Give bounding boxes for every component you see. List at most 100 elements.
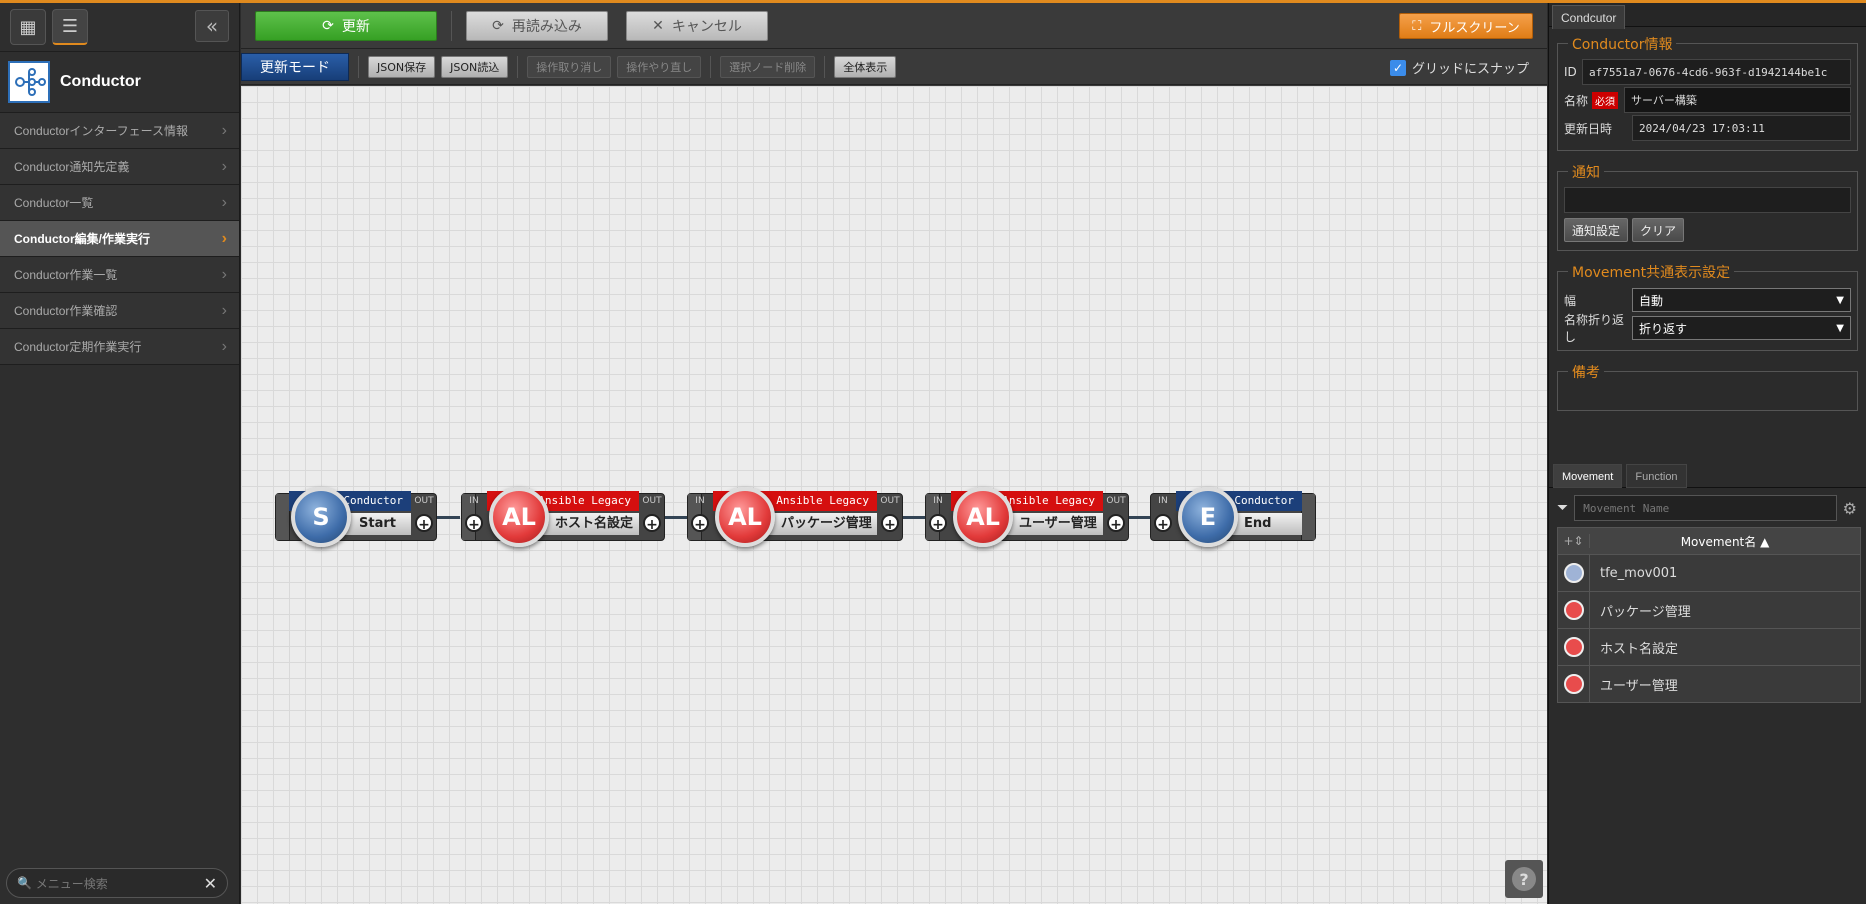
required-badge: 必須: [1592, 91, 1619, 109]
movement-name: ホスト名設定: [1600, 641, 1679, 657]
notify-setting-button[interactable]: 通知設定: [1564, 218, 1629, 242]
gear-icon[interactable]: ⚙: [1842, 498, 1857, 518]
chevron-right-icon: ›: [221, 301, 227, 319]
sidebar-item-interface-info[interactable]: Conductorインターフェース情報›: [0, 113, 239, 149]
table-row[interactable]: tfe_mov001: [1557, 555, 1861, 592]
movement-name-input[interactable]: Movement Name: [1574, 495, 1837, 521]
node-start[interactable]: Conductor Start S OUT+: [275, 487, 437, 547]
right-panel-tabs: Condcutor: [1549, 3, 1866, 29]
connector-line: [901, 516, 925, 519]
field-label: ID: [1564, 65, 1577, 79]
notify-row: [1564, 186, 1851, 214]
movement-name: ユーザー管理: [1600, 678, 1678, 694]
sidebar-item-label: Conductorインターフェース情報: [14, 124, 189, 138]
select-value: 自動: [1639, 293, 1664, 308]
sidebar-item-scheduled[interactable]: Conductor定期作業実行›: [0, 329, 239, 365]
node-name: パッケージ管理: [767, 513, 877, 535]
cancel-button[interactable]: ✕キャンセル: [626, 10, 768, 41]
delete-node-button[interactable]: 選択ノード削除: [720, 55, 816, 78]
out-port[interactable]: OUT +: [411, 493, 437, 541]
sidebar-title: Conductor: [60, 73, 141, 90]
conductor-logo-icon: [8, 61, 50, 103]
update-label: 更新: [341, 18, 370, 35]
collapse-sidebar-button[interactable]: «: [195, 10, 229, 42]
in-port[interactable]: IN+: [1150, 493, 1176, 541]
out-port[interactable]: OUT+: [639, 493, 665, 541]
conductor-info-scroll: Conductor情報 ID af7551a7-0676-4cd6-963f-d…: [1549, 27, 1866, 457]
tab-function[interactable]: Function: [1626, 464, 1687, 488]
grid-menu-icon[interactable]: ▦: [10, 9, 46, 45]
undo-button[interactable]: 操作取り消し: [527, 55, 612, 78]
port-label: OUT: [880, 496, 900, 506]
node-user[interactable]: IN+ Ansible Legacy ユーザー管理 AL OUT+: [925, 487, 1129, 547]
node-name: ユーザー管理: [1005, 513, 1103, 535]
table-row[interactable]: ホスト名設定: [1557, 629, 1861, 666]
redo-button[interactable]: 操作やり直し: [617, 55, 702, 78]
divider: [824, 55, 826, 78]
node-name: End: [1230, 513, 1302, 535]
in-port[interactable]: IN+: [925, 493, 951, 541]
chevron-down-icon: ▼: [1836, 322, 1844, 334]
fullscreen-label: フルスクリーン: [1429, 20, 1520, 36]
reload-icon: ⟳: [492, 17, 504, 34]
wrap-select[interactable]: 折り返す▼: [1632, 316, 1851, 340]
in-port[interactable]: IN+: [461, 493, 487, 541]
movement-status-icon: [1563, 637, 1584, 657]
node-hostname[interactable]: IN+ Ansible Legacy ホスト名設定 AL OUT+: [461, 487, 665, 547]
list-menu-icon[interactable]: ☰: [52, 9, 88, 45]
node-icon: AL: [953, 487, 1013, 547]
sidebar-item-label: Conductor通知先定義: [14, 160, 130, 174]
port-label: OUT: [642, 496, 662, 506]
sidebar-item-job-check[interactable]: Conductor作業確認›: [0, 293, 239, 329]
movement-name: tfe_mov001: [1600, 565, 1678, 581]
conductor-canvas[interactable]: Conductor Start S OUT+ IN+ Ansible Legac…: [241, 86, 1547, 904]
wrap-row: 名称折り返し 折り返す▼: [1564, 313, 1851, 344]
divider: [710, 55, 712, 78]
reload-button[interactable]: ⟳再読み込み: [466, 10, 608, 41]
section-legend: 通知: [1568, 162, 1604, 182]
chevron-right-icon: ›: [221, 229, 227, 247]
main-area: ⟳更新 ⟳再読み込み ✕キャンセル ⛶フルスクリーン 更新モード JSON保存 …: [241, 3, 1547, 904]
help-button[interactable]: ?: [1505, 860, 1543, 898]
help-icon: ?: [1512, 867, 1536, 891]
sidebar-item-edit-execute[interactable]: Conductor編集/作業実行›: [0, 221, 239, 257]
out-port[interactable]: OUT+: [877, 493, 903, 541]
table-row[interactable]: ユーザー管理: [1557, 666, 1861, 703]
show-all-button[interactable]: 全体表示: [834, 55, 897, 78]
sidebar-item-list[interactable]: Conductor一覧›: [0, 185, 239, 221]
sidebar-item-notify-def[interactable]: Conductor通知先定義›: [0, 149, 239, 185]
node-end[interactable]: IN+ Conductor End E: [1150, 487, 1316, 547]
in-port[interactable]: IN +: [687, 493, 713, 541]
clear-button[interactable]: クリア: [1632, 218, 1685, 242]
port-label: IN: [695, 496, 705, 506]
node-package[interactable]: IN+ Ansible Legacy パッケージ管理 AL OUT+: [687, 487, 903, 547]
update-button[interactable]: ⟳更新: [255, 10, 437, 41]
sidebar: ▦ ☰ « Conductor Conductorインターフェース情報› Con…: [0, 3, 240, 904]
port-label: OUT: [414, 496, 434, 506]
name-field[interactable]: サーバー構築: [1624, 87, 1851, 113]
divider: [517, 55, 519, 78]
out-port[interactable]: OUT+: [1103, 493, 1129, 541]
width-select[interactable]: 自動▼: [1632, 288, 1851, 312]
plus-icon: +: [691, 514, 709, 533]
column-header-movement[interactable]: Movement名 ▲: [1680, 534, 1770, 549]
name-row: 名称 必須 サーバー構築: [1564, 86, 1851, 114]
tab-conductor[interactable]: Condcutor: [1552, 5, 1626, 29]
json-save-button[interactable]: JSON保存: [368, 55, 436, 78]
menu-search-input[interactable]: 🔍 メニュー検索 ✕: [6, 868, 228, 898]
sidebar-item-job-list[interactable]: Conductor作業一覧›: [0, 257, 239, 293]
node-icon: E: [1178, 487, 1238, 547]
field-label: 名称: [1564, 93, 1589, 108]
clear-search-icon[interactable]: ✕: [203, 873, 217, 893]
notify-field: [1564, 187, 1851, 213]
sort-add-icon[interactable]: +⇕: [1558, 534, 1590, 548]
snap-to-grid-checkbox[interactable]: ✓ グリッドにスナップ: [1389, 58, 1529, 77]
fullscreen-button[interactable]: ⛶フルスクリーン: [1399, 13, 1533, 39]
sidebar-item-label: Conductor定期作業実行: [14, 340, 142, 354]
section-legend: Movement共通表示設定: [1568, 262, 1735, 282]
json-load-button[interactable]: JSON読込: [441, 55, 509, 78]
tab-movement[interactable]: Movement: [1553, 464, 1623, 488]
plus-icon: +: [415, 514, 433, 533]
table-row[interactable]: パッケージ管理: [1557, 592, 1861, 629]
port-label: IN: [469, 496, 479, 506]
